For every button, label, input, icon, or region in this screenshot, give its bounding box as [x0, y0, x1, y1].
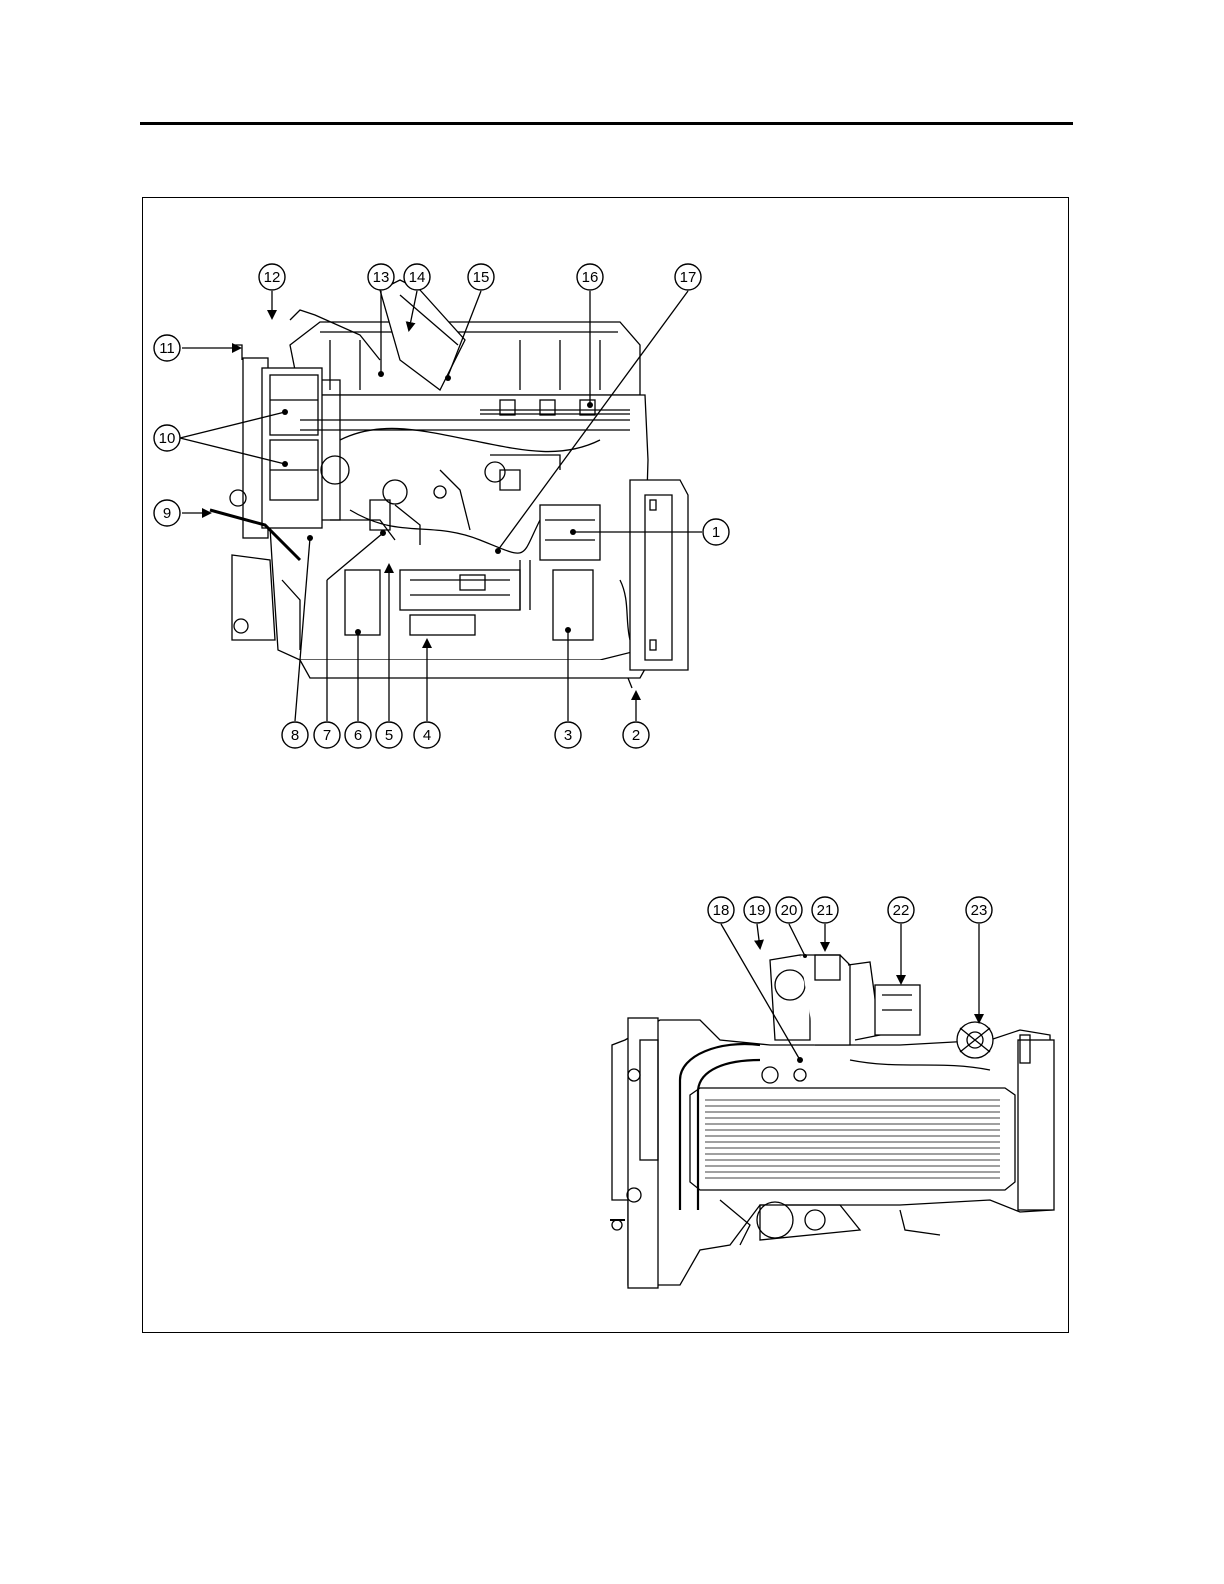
svg-text:12: 12 — [264, 269, 281, 286]
svg-text:4: 4 — [423, 727, 431, 744]
callout-22: 22 — [888, 897, 914, 923]
callout-6: 6 — [345, 722, 371, 748]
svg-text:22: 22 — [893, 902, 910, 919]
callout-3: 3 — [555, 722, 581, 748]
svg-text:23: 23 — [971, 902, 988, 919]
callout-8: 8 — [282, 722, 308, 748]
engine-side-view — [210, 280, 688, 688]
callout-12: 12 — [259, 264, 285, 290]
callout-21: 21 — [812, 897, 838, 923]
callout-16: 16 — [577, 264, 603, 290]
svg-text:14: 14 — [409, 269, 426, 286]
svg-text:1: 1 — [712, 524, 720, 541]
svg-text:7: 7 — [323, 727, 331, 744]
svg-text:10: 10 — [159, 430, 176, 447]
callout-4: 4 — [414, 722, 440, 748]
callout-20: 20 — [776, 897, 802, 923]
callout-5: 5 — [376, 722, 402, 748]
svg-text:8: 8 — [291, 727, 299, 744]
callout-7: 7 — [314, 722, 340, 748]
callout-14: 14 — [404, 264, 430, 290]
svg-text:11: 11 — [159, 340, 175, 357]
svg-text:13: 13 — [373, 269, 390, 286]
callout-18: 18 — [708, 897, 734, 923]
svg-text:6: 6 — [354, 727, 362, 744]
svg-text:3: 3 — [564, 727, 572, 744]
callout-10: 10 — [154, 425, 180, 451]
callout-17: 17 — [675, 264, 701, 290]
svg-text:16: 16 — [582, 269, 599, 286]
callout-13: 13 — [368, 264, 394, 290]
svg-text:21: 21 — [817, 902, 834, 919]
callout-15: 15 — [468, 264, 494, 290]
callout-9: 9 — [154, 500, 180, 526]
svg-text:20: 20 — [781, 902, 798, 919]
callout-19: 19 — [744, 897, 770, 923]
svg-text:15: 15 — [473, 269, 490, 286]
callout-11: 11 — [154, 335, 180, 361]
engine-top-view — [610, 955, 1054, 1288]
svg-text:17: 17 — [680, 269, 697, 286]
callout-23: 23 — [966, 897, 992, 923]
svg-text:9: 9 — [163, 505, 171, 522]
svg-text:2: 2 — [632, 727, 640, 744]
callout-2: 2 — [623, 722, 649, 748]
svg-text:18: 18 — [713, 902, 730, 919]
callout-1: 1 — [703, 519, 729, 545]
svg-text:19: 19 — [749, 902, 766, 919]
svg-text:5: 5 — [385, 727, 393, 744]
